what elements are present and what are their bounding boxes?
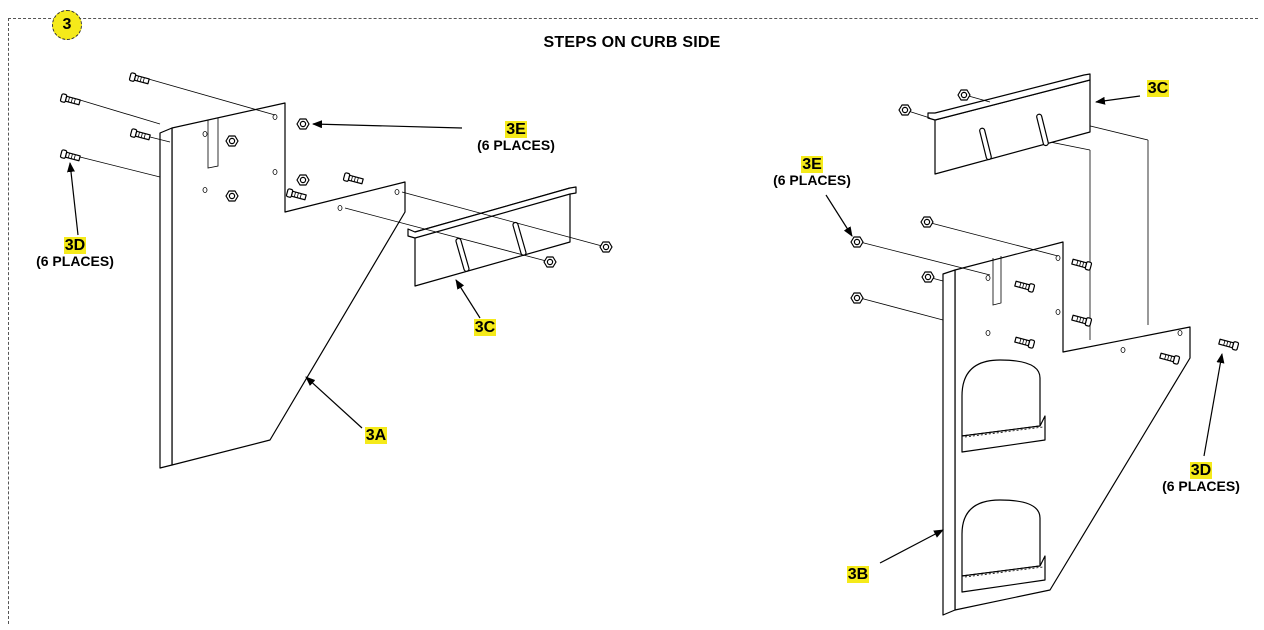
step-badge: 3 (52, 10, 82, 40)
bolt-icon (285, 187, 308, 202)
dashed-frame (8, 18, 1258, 624)
nut-icon (599, 241, 613, 253)
bracket-3b-flange (942, 269, 956, 616)
callout-3d-right: 3D (6 PLACES) (1162, 462, 1240, 494)
arrow-icon (1095, 95, 1141, 105)
bracket-3a-flange (159, 127, 173, 469)
step-opening-upper (961, 359, 1041, 437)
nut-icon (225, 190, 239, 202)
step-opening-lower (961, 499, 1041, 577)
nut-icon (850, 292, 864, 304)
bolt-icon (1070, 313, 1093, 328)
nut-icon (921, 271, 935, 283)
callout-3e-left: 3E (6 PLACES) (477, 121, 555, 153)
step-tread-upper (961, 415, 1046, 453)
nut-icon (957, 89, 971, 101)
nut-icon (296, 118, 310, 130)
nut-icon (543, 256, 557, 268)
diagram-title: STEPS ON CURB SIDE (543, 34, 721, 51)
channel-3c-left (414, 187, 571, 287)
bracket-3a (171, 102, 406, 466)
nut-icon (898, 104, 912, 116)
callout-3b: 3B (846, 566, 870, 583)
step-tread-lower (961, 555, 1046, 593)
bolt-icon (128, 71, 151, 86)
bolt-icon (1217, 337, 1240, 352)
right-assembly (825, 73, 1240, 616)
callout-3d-left: 3D (6 PLACES) (36, 237, 114, 269)
arrow-icon (1203, 353, 1225, 457)
left-assembly (59, 71, 613, 469)
callout-3c-right: 3C (1146, 80, 1170, 97)
arrow-icon (825, 194, 853, 237)
callout-3c-left: 3C (473, 319, 497, 336)
nut-icon (225, 135, 239, 147)
callout-3e-right: 3E (6 PLACES) (773, 156, 851, 188)
arrow-icon (67, 162, 79, 236)
bolt-icon (1070, 257, 1093, 272)
callout-3a: 3A (364, 427, 388, 444)
arrow-icon (455, 279, 481, 319)
nut-icon (850, 236, 864, 248)
bolt-icon (59, 148, 82, 163)
arrow-icon (879, 529, 944, 564)
bolt-icon (129, 127, 152, 142)
nut-icon (296, 174, 310, 186)
nut-icon (920, 216, 934, 228)
arrow-icon (312, 120, 463, 129)
bolt-icon (59, 92, 82, 107)
bolt-icon (342, 171, 365, 186)
arrow-icon (305, 376, 363, 429)
